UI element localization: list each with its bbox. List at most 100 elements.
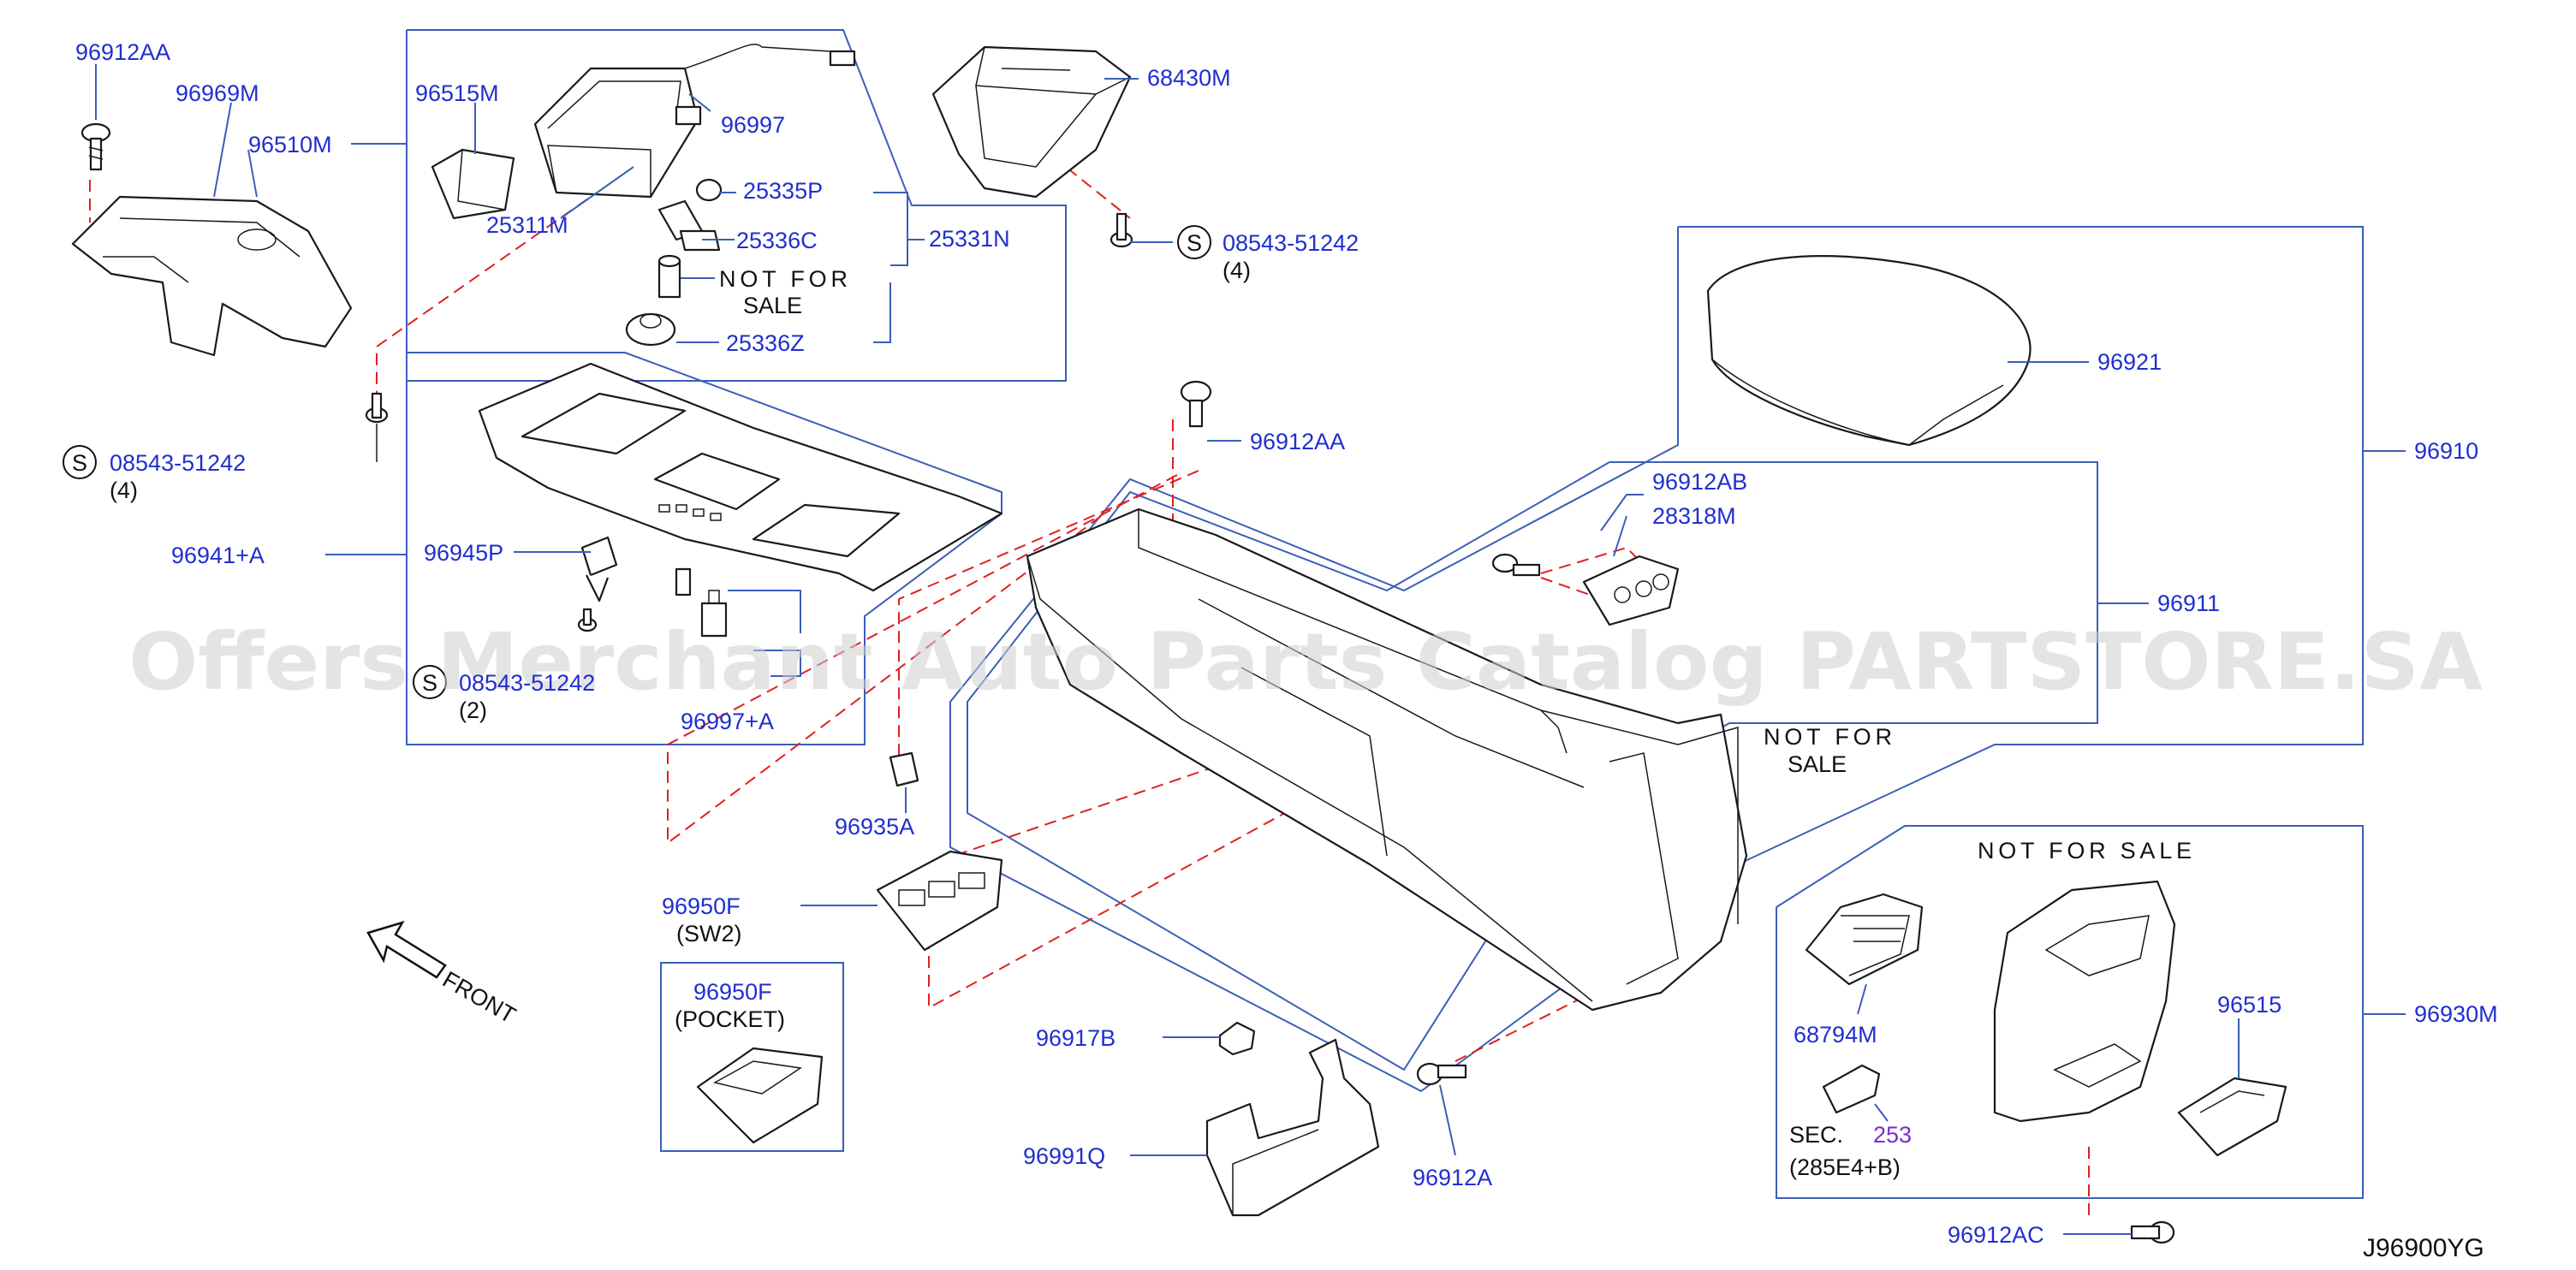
- part-label: 96912AC: [1948, 1222, 2044, 1248]
- part-label: 25335P: [743, 178, 823, 204]
- part-label: 96950F: [662, 893, 741, 919]
- part-label: 96997+A: [681, 709, 774, 734]
- s-symbol: S: [422, 670, 437, 696]
- s-symbol-icon: [62, 445, 97, 479]
- part-label: 96935A: [835, 814, 914, 840]
- connector-icon: [1822, 1064, 1881, 1114]
- socket-icon: [657, 199, 721, 252]
- pocket-drawing: [696, 1047, 824, 1144]
- not-for-sale-note: NOT FOR: [719, 266, 848, 292]
- part-label: 96997: [721, 112, 785, 138]
- pocket-96515-drawing: [2177, 1077, 2287, 1157]
- power-outlet-drawing: [1582, 555, 1680, 626]
- pocket-96515M-drawing: [431, 148, 515, 220]
- leader-line: [753, 650, 801, 677]
- group-box-mid-left: [406, 352, 1002, 745]
- part-label: 96912AA: [1250, 429, 1345, 454]
- leader-line: [1613, 515, 1627, 557]
- part-label: 96945P: [424, 540, 503, 566]
- s-symbol: S: [1187, 230, 1202, 256]
- watermark: Offers Merchant Auto Parts Catalog PARTS…: [128, 616, 2483, 708]
- variant-label: (SW2): [676, 921, 742, 947]
- quantity-label: (4): [110, 478, 138, 503]
- not-for-sale-note: SALE: [743, 293, 802, 318]
- section-number: 253: [1873, 1122, 1912, 1148]
- screw-icon: [2130, 1220, 2175, 1244]
- group-box-96910: [949, 226, 2364, 1093]
- screw-icon: [80, 122, 111, 171]
- part-label: 08543-51242: [459, 670, 595, 696]
- unit-68430M-drawing: [931, 45, 1132, 199]
- not-for-sale-note: NOT FOR: [1764, 724, 1892, 750]
- leader-line: [873, 282, 891, 343]
- not-for-sale-note: NOT FOR SALE: [1978, 838, 2192, 863]
- leader-line: [1439, 1084, 1456, 1156]
- diagram-code: J96900YG: [2363, 1234, 2484, 1262]
- section-ref: (285E4+B): [1789, 1154, 1901, 1180]
- part-label: 96911: [2157, 590, 2220, 616]
- part-label: 25336C: [736, 228, 818, 253]
- front-label: FRONT: [438, 966, 521, 1028]
- part-label: 96515M: [415, 80, 499, 106]
- part-label: 08543-51242: [110, 450, 246, 476]
- group-box-96911: [967, 461, 2098, 1071]
- front-arrow-icon: [366, 920, 447, 979]
- cylinder-icon: [657, 254, 681, 299]
- screw-icon: [1416, 1062, 1467, 1086]
- leader-line: [728, 590, 801, 633]
- screw-icon: [1110, 212, 1133, 248]
- part-label: 96941+A: [171, 543, 265, 568]
- clip-icon: [889, 751, 919, 787]
- part-label: 96969M: [176, 80, 259, 106]
- part-label: 96910: [2414, 438, 2478, 464]
- clip-icon: [580, 536, 618, 602]
- leader-line: [1857, 983, 1867, 1015]
- part-label: 96515: [2217, 992, 2282, 1018]
- group-box-96930M: [1776, 825, 2364, 1199]
- part-label: 25336Z: [726, 330, 805, 356]
- leader-line: [560, 166, 634, 219]
- part-label: 25331N: [929, 226, 1010, 252]
- bracket-96991Q-drawing: [1205, 1038, 1380, 1217]
- guide-line: [376, 166, 634, 394]
- air-vent-drawing: [1805, 893, 1924, 986]
- screw-icon: [577, 608, 598, 632]
- part-label: 96912AB: [1652, 469, 1747, 495]
- leader-line: [1600, 494, 1644, 531]
- s-symbol-icon: [1177, 225, 1211, 259]
- center-console-drawing: [1026, 507, 1748, 1012]
- ashtray-drawing: [533, 44, 856, 199]
- leader-line: [688, 93, 711, 112]
- leader-line: [1874, 1103, 1889, 1122]
- part-label: 68430M: [1147, 65, 1231, 91]
- part-label: 28318M: [1652, 503, 1736, 529]
- armrest-lid-drawing: [1706, 255, 2032, 447]
- cap-icon: [625, 312, 676, 347]
- variant-label: (POCKET): [675, 1006, 785, 1032]
- part-label: 96510M: [248, 132, 332, 157]
- switch-panel-drawing: [876, 850, 1003, 952]
- quantity-label: (4): [1223, 258, 1251, 283]
- leader-line: [247, 149, 258, 198]
- part-label: 96991Q: [1023, 1143, 1105, 1169]
- guide-line: [898, 470, 1199, 762]
- part-label: 96950F: [693, 979, 772, 1005]
- part-label: 68794M: [1794, 1022, 1877, 1047]
- plug-icon: [700, 590, 728, 638]
- guide-line: [1540, 546, 1670, 591]
- part-label: 96912AA: [75, 39, 170, 65]
- screw-icon: [365, 392, 389, 462]
- s-symbol-icon: [413, 665, 447, 699]
- guide-line: [667, 474, 1178, 846]
- part-label: 08543-51242: [1223, 230, 1359, 256]
- leader-line: [213, 102, 232, 198]
- nut-icon: [1218, 1021, 1256, 1056]
- screw-icon: [1491, 553, 1541, 577]
- part-label: 96917B: [1036, 1025, 1115, 1051]
- part-label: 96912A: [1413, 1165, 1492, 1190]
- part-label: 96930M: [2414, 1001, 2498, 1027]
- part-label: 25311M: [486, 212, 568, 238]
- part-label: 96921: [2097, 349, 2162, 375]
- console-bracket-drawing: [71, 195, 353, 357]
